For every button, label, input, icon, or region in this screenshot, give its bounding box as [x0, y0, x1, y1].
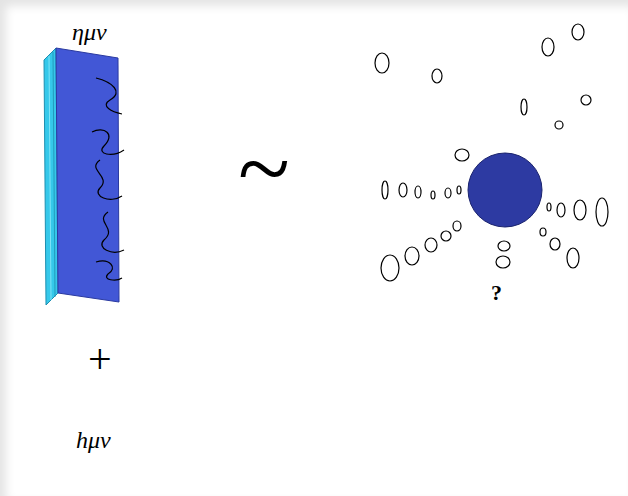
perturbation-metric: hμν	[76, 428, 111, 452]
plus-sign: +	[88, 338, 112, 380]
equivalence-sign: ~	[238, 120, 290, 216]
background-metric: ημν	[72, 20, 107, 44]
question-mark: ?	[491, 282, 502, 304]
brane-slab	[44, 48, 124, 305]
quanta-figure	[375, 24, 608, 281]
